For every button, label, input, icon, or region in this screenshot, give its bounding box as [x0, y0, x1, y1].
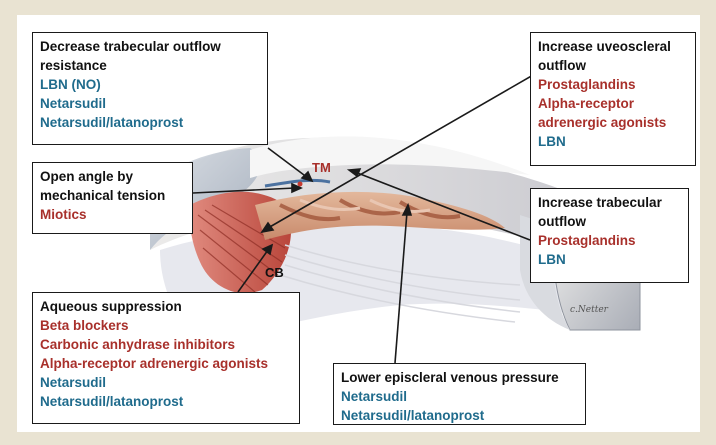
- drug-item: Netarsudil/latanoprost: [341, 406, 578, 425]
- box-title-line: outflow: [538, 212, 681, 231]
- drug-item: Netarsudil/latanoprost: [40, 113, 260, 132]
- box-lower-episcleral-venous-pressure: Lower episcleral venous pressure Netarsu…: [333, 363, 586, 425]
- box-open-angle: Open angle by mechanical tension Miotics: [32, 162, 193, 234]
- box-title-line: mechanical tension: [40, 186, 185, 205]
- drug-item: Netarsudil: [40, 94, 260, 113]
- box-title-line: Increase uveoscleral: [538, 37, 688, 56]
- box-title-line: Decrease trabecular outflow: [40, 37, 260, 56]
- box-title-line: Lower episcleral venous pressure: [341, 368, 578, 387]
- drug-item: Alpha-receptor: [538, 94, 688, 113]
- drug-item: Alpha-receptor adrenergic agonists: [40, 354, 292, 373]
- box-increase-uveoscleral-outflow: Increase uveoscleral outflow Prostagland…: [530, 32, 696, 166]
- drug-item: Miotics: [40, 205, 185, 224]
- drug-item: Carbonic anhydrase inhibitors: [40, 335, 292, 354]
- drug-item: LBN: [538, 132, 688, 151]
- box-title-line: Increase trabecular: [538, 193, 681, 212]
- drug-item: Beta blockers: [40, 316, 292, 335]
- cb-label: CB: [265, 265, 284, 280]
- box-title-line: outflow: [538, 56, 688, 75]
- drug-item: Prostaglandins: [538, 231, 681, 250]
- drug-item: Netarsudil: [40, 373, 292, 392]
- box-title-line: Aqueous suppression: [40, 297, 292, 316]
- box-title-line: Open angle by: [40, 167, 185, 186]
- drug-item: Netarsudil: [341, 387, 578, 406]
- tm-label: TM: [312, 160, 331, 175]
- svg-text:c.Netter: c.Netter: [570, 305, 609, 315]
- box-title-line: resistance: [40, 56, 260, 75]
- drug-item: Netarsudil/latanoprost: [40, 392, 292, 411]
- box-decrease-trabecular-resistance: Decrease trabecular outflow resistance L…: [32, 32, 268, 145]
- drug-item: LBN: [538, 250, 681, 269]
- drug-item: Prostaglandins: [538, 75, 688, 94]
- box-aqueous-suppression: Aqueous suppression Beta blockers Carbon…: [32, 292, 300, 424]
- box-increase-trabecular-outflow: Increase trabecular outflow Prostaglandi…: [530, 188, 689, 283]
- drug-item: LBN (NO): [40, 75, 260, 94]
- drug-item: adrenergic agonists: [538, 113, 688, 132]
